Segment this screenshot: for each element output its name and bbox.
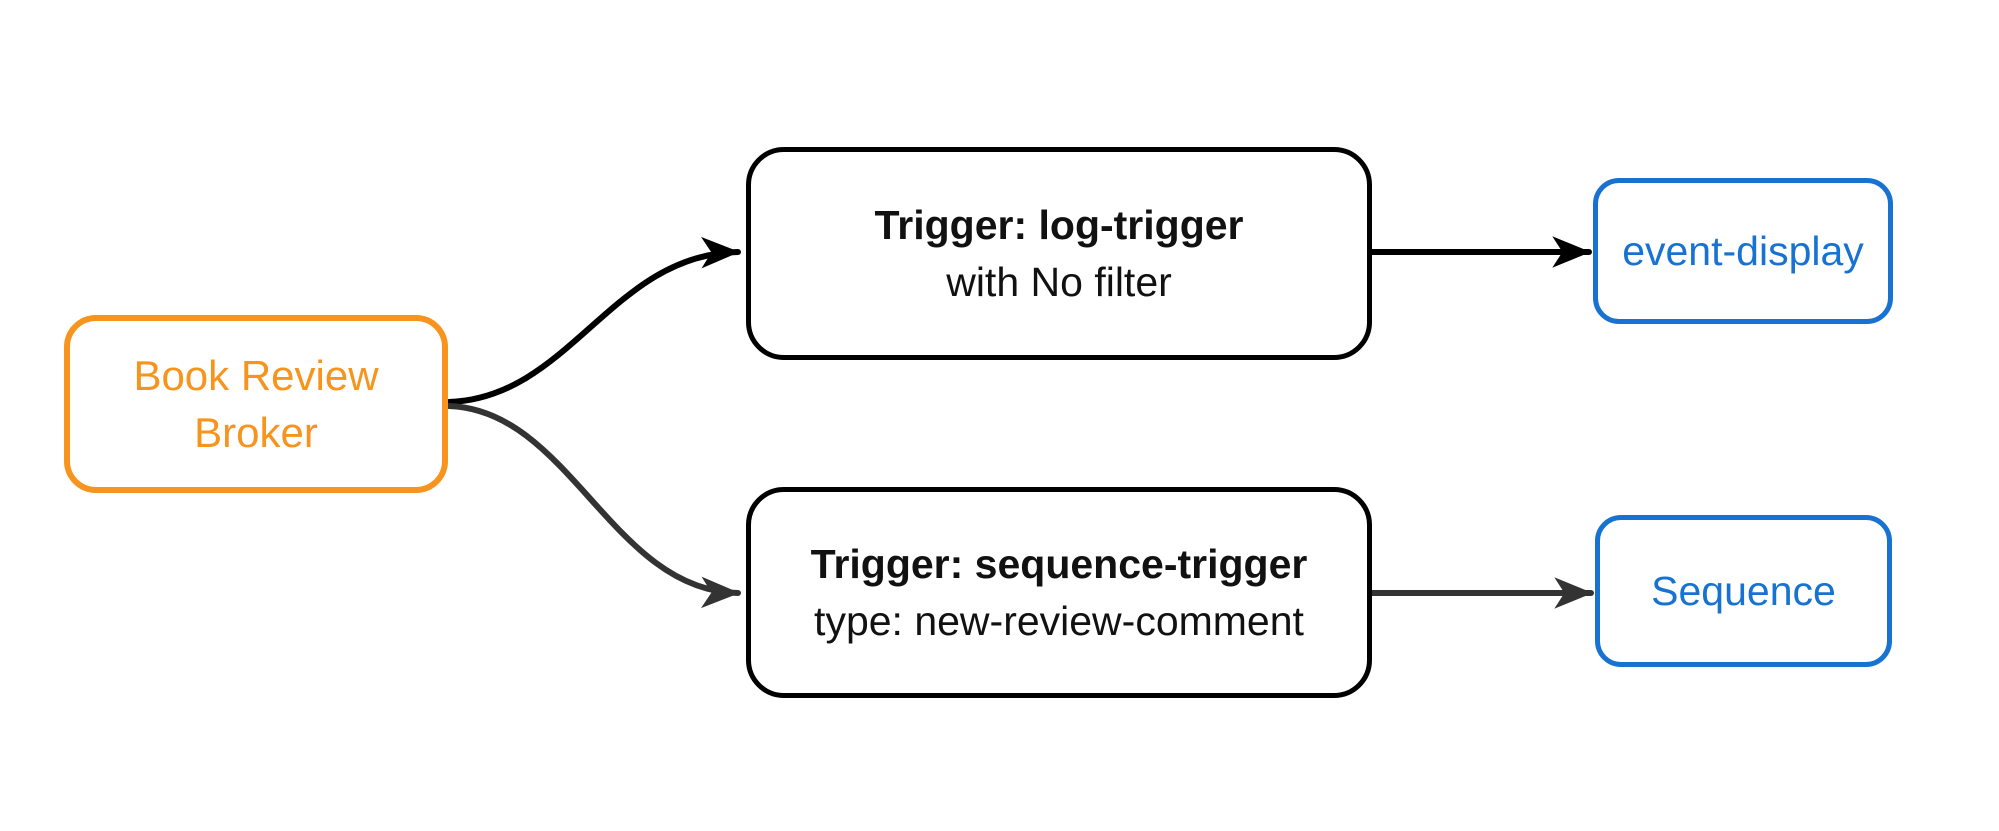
edge-broker-to-log-trigger bbox=[446, 236, 741, 405]
broker-label-line1: Book Review bbox=[133, 352, 379, 399]
edge-broker-to-sequence-trigger bbox=[446, 403, 741, 609]
trigger-log-title: Trigger: log-trigger bbox=[874, 201, 1244, 248]
trigger-log-subtitle: with No filter bbox=[946, 258, 1172, 305]
broker-label-line2: Broker bbox=[194, 409, 318, 456]
node-broker: Book Review Broker bbox=[64, 315, 448, 493]
node-trigger-sequence: Trigger: sequence-trigger type: new-revi… bbox=[746, 487, 1372, 698]
node-sequence: Sequence bbox=[1595, 515, 1892, 667]
event-display-label: event-display bbox=[1622, 227, 1864, 274]
sequence-label: Sequence bbox=[1651, 567, 1836, 614]
node-event-display: event-display bbox=[1593, 178, 1893, 324]
trigger-sequence-subtitle: type: new-review-comment bbox=[814, 597, 1304, 644]
trigger-sequence-title: Trigger: sequence-trigger bbox=[810, 540, 1308, 587]
node-trigger-log: Trigger: log-trigger with No filter bbox=[746, 147, 1372, 360]
